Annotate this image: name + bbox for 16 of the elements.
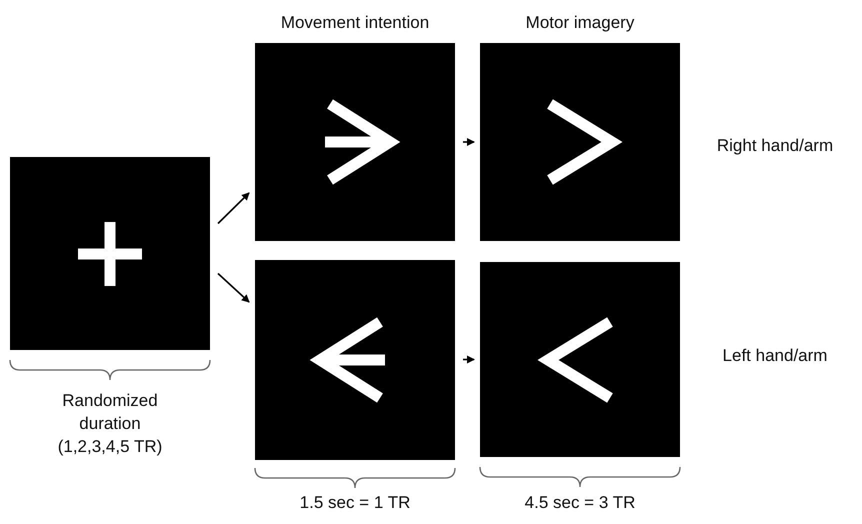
stimulus-screen xyxy=(480,262,680,457)
stimulus-screen xyxy=(480,43,680,241)
duration-caption: 1.5 sec = 1 TR xyxy=(298,492,412,514)
arrow xyxy=(463,138,475,146)
arrow xyxy=(217,272,250,303)
duration-caption: 4.5 sec = 3 TR xyxy=(524,492,636,514)
column-heading: Movement intention xyxy=(280,12,430,34)
stimulus-screen xyxy=(10,157,210,350)
column-heading: Motor imagery xyxy=(524,12,636,34)
stimulus-screen xyxy=(255,43,455,241)
stimulus-screen xyxy=(255,260,455,460)
arrow xyxy=(217,192,250,224)
arrow xyxy=(463,356,475,364)
row-label: Right hand/arm xyxy=(716,135,834,157)
row-label: Left hand/arm xyxy=(722,345,828,367)
duration-caption: Randomized duration (1,2,3,4,5 TR) xyxy=(56,390,164,458)
